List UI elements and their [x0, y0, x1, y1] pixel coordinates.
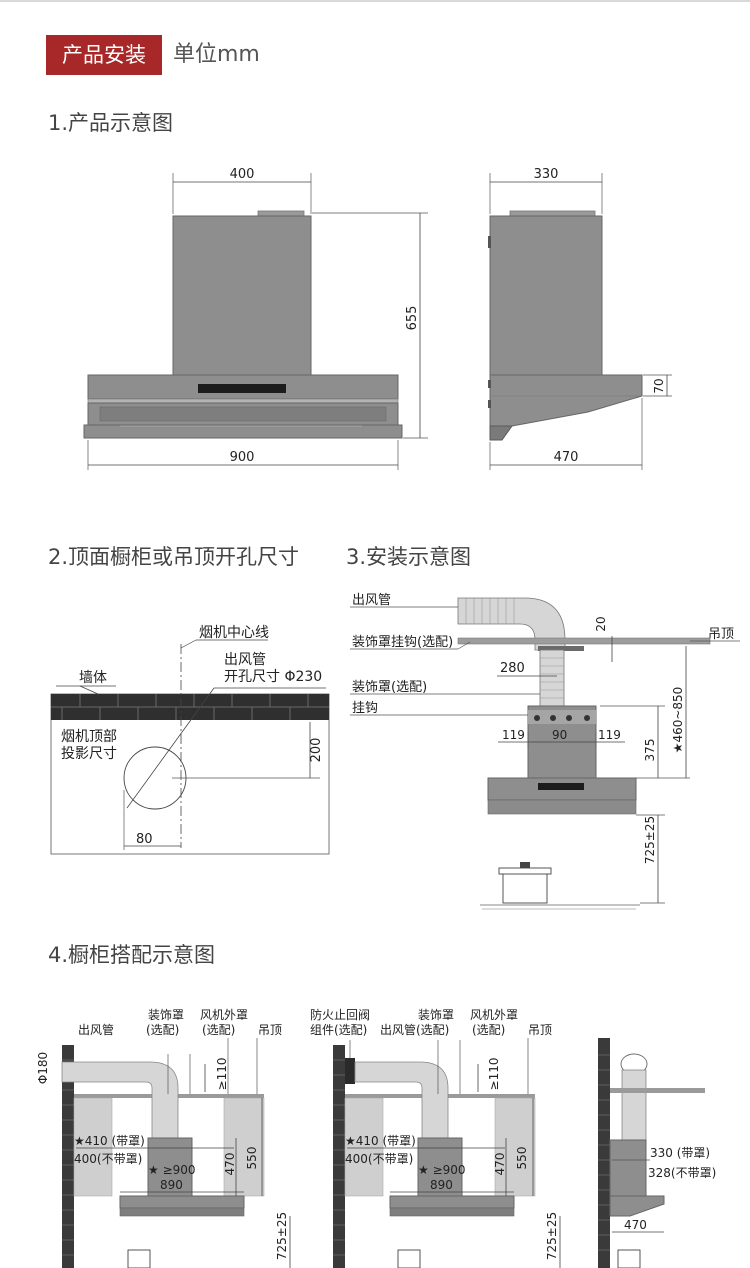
install-ceiling-label: 吊顶	[708, 627, 734, 642]
wall-label: 墙体	[79, 670, 107, 686]
b-duct-label: 出风管	[380, 1022, 416, 1037]
dim-install-119a: 119	[502, 728, 525, 742]
install-bracket-label: 装饰罩挂钩(选配)	[352, 635, 453, 650]
c-dim-328: 328(不带罩)	[648, 1166, 716, 1180]
install-duct-label: 出风管	[352, 593, 391, 608]
a-dim-470: 470	[223, 1153, 237, 1176]
a-shell-label-2: (选配)	[202, 1023, 235, 1037]
section2-title: 2.顶面橱柜或吊顶开孔尺寸	[48, 545, 300, 569]
a-cover-label-2: (选配)	[146, 1023, 179, 1037]
duct-label: 出风管	[224, 652, 266, 668]
b-dim-400: 400(不带罩)	[345, 1152, 413, 1166]
a-dim-725: 725±25	[275, 1212, 289, 1260]
section4-title: 4.橱柜搭配示意图	[48, 943, 216, 967]
b-dim-470: 470	[493, 1153, 507, 1176]
a-phi: Φ180	[36, 1052, 50, 1084]
b-cover-label-2: (选配)	[416, 1023, 449, 1037]
a-shell-label-1: 风机外罩	[200, 1008, 248, 1022]
c-dim-470: 470	[624, 1218, 647, 1232]
opening-diagram: 200 80 烟机中心线 墙体 出风管 开孔尺寸 Φ230 烟机顶部 投影尺寸	[50, 625, 330, 855]
dim-install-20: 20	[594, 616, 608, 631]
a-ceiling-label: 吊顶	[258, 1023, 282, 1037]
dim-install-range: ★460~850	[671, 687, 685, 754]
dim-200: 200	[309, 738, 324, 763]
dim-side-70: 70	[652, 378, 666, 393]
b-shell-label-1: 风机外罩	[470, 1008, 518, 1022]
c-dim-330: 330 (带罩)	[650, 1146, 710, 1160]
install-cover-label: 装饰罩(选配)	[352, 680, 427, 695]
section-badge: 产品安装	[46, 35, 162, 75]
unit-label: 单位mm	[173, 42, 260, 67]
top-divider	[0, 0, 750, 2]
b-dim-110: ≥110	[487, 1058, 501, 1091]
b-dim-725: 725±25	[545, 1212, 559, 1260]
b-dim-900: ★ ≥900	[418, 1163, 466, 1177]
a-dim-400: 400(不带罩)	[74, 1152, 142, 1166]
b-dim-550: 550	[515, 1147, 529, 1170]
dim-side-330: 330	[534, 167, 559, 182]
dim-install-280: 280	[500, 661, 525, 676]
b-shell-label-2: (选配)	[472, 1023, 505, 1037]
a-dim-890: 890	[160, 1178, 183, 1192]
projection-label-1: 烟机顶部	[61, 729, 117, 745]
a-cover-label-1: 装饰罩	[148, 1008, 184, 1022]
dim-install-375: 375	[643, 739, 657, 762]
b-dim-890: 890	[430, 1178, 453, 1192]
dim-front-400: 400	[230, 167, 255, 182]
a-duct-label: 出风管	[78, 1022, 114, 1037]
center-line-label: 烟机中心线	[199, 625, 269, 641]
cabinet-variant-a: 出风管 装饰罩 (选配) 风机外罩 (选配) 吊顶 Φ180 ≥110 ★410…	[36, 1008, 291, 1268]
cabinet-diagram: 出风管 装饰罩 (选配) 风机外罩 (选配) 吊顶 Φ180 ≥110 ★410…	[36, 1007, 716, 1268]
b-ceiling-label: 吊顶	[528, 1023, 552, 1037]
a-dim-900: ★ ≥900	[148, 1163, 196, 1177]
install-hook-label: 挂钩	[352, 701, 378, 716]
front-view: 400 655 900	[83, 167, 428, 470]
section1-title: 1.产品示意图	[48, 111, 174, 135]
install-diagram: 出风管 装饰罩挂钩(选配) 吊顶 装饰罩(选配) 挂钩 20 280 119 9…	[350, 593, 740, 910]
product-diagram: 400 655 900 330 70 470	[83, 167, 672, 470]
dim-80: 80	[136, 832, 153, 847]
dim-install-119b: 119	[598, 728, 621, 742]
a-dim-550: 550	[245, 1147, 259, 1170]
b-valve-label-1: 防火止回阀	[310, 1007, 370, 1022]
dim-front-900: 900	[230, 450, 255, 465]
a-dim-110: ≥110	[215, 1058, 229, 1091]
dim-side-470: 470	[554, 450, 579, 465]
section3-title: 3.安装示意图	[346, 545, 472, 569]
cabinet-variant-b: 防火止回阀 组件(选配) 出风管 装饰罩 (选配) 风机外罩 (选配) 吊顶 ≥…	[310, 1007, 561, 1268]
side-view: 330 70 470	[488, 167, 672, 470]
a-dim-410: ★410 (带罩)	[74, 1134, 145, 1148]
dim-install-725: 725±25	[643, 816, 657, 864]
b-valve-label-2: 组件(选配)	[310, 1023, 367, 1037]
opening-size-label: 开孔尺寸 Φ230	[224, 669, 322, 685]
dim-install-90: 90	[552, 728, 567, 742]
cabinet-variant-c: 330 (带罩) 328(不带罩) 470	[598, 1038, 716, 1268]
b-dim-410: ★410 (带罩)	[345, 1134, 416, 1148]
b-cover-label-1: 装饰罩	[418, 1008, 454, 1022]
dim-front-655: 655	[405, 306, 420, 331]
projection-label-2: 投影尺寸	[61, 746, 117, 762]
